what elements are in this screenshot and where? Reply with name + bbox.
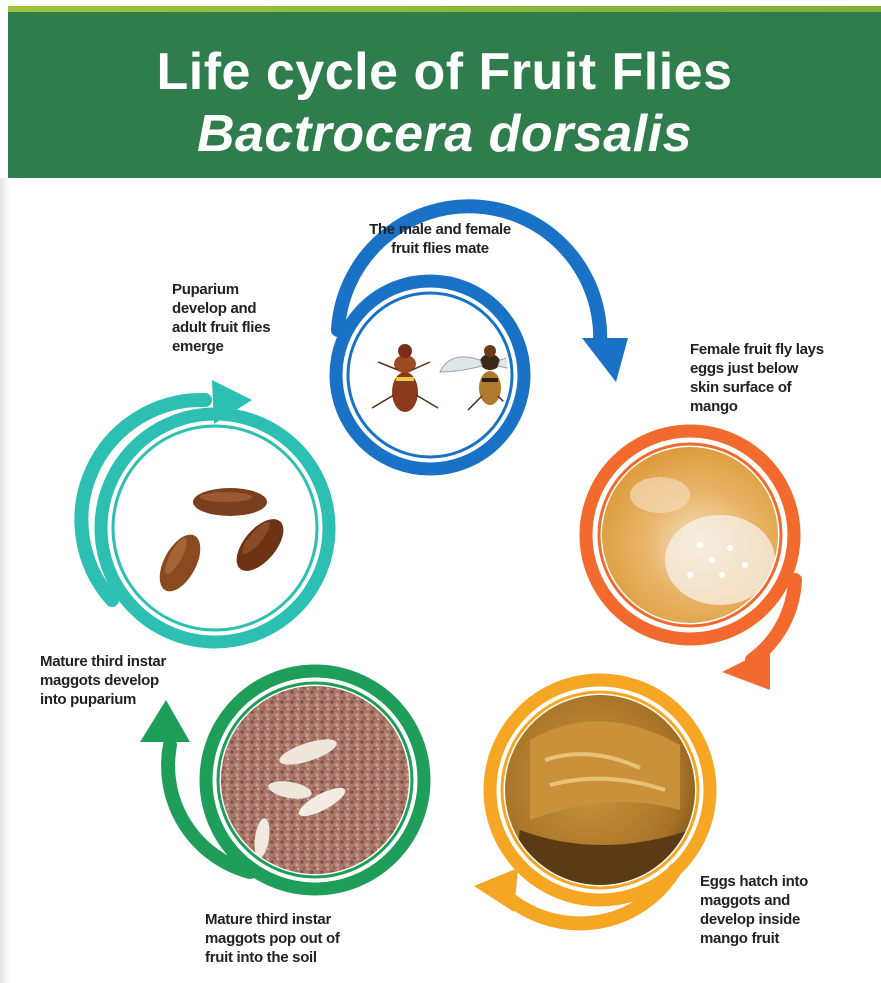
caption-line: eggs just below (690, 359, 870, 378)
stage-pupation (81, 380, 329, 642)
caption-line: Eggs hatch into (700, 872, 870, 891)
caption-line: skin surface of (690, 378, 870, 397)
cycle-arrow-head-gold (474, 868, 518, 912)
caption-hatching: Eggs hatch into maggots and develop insi… (700, 872, 870, 948)
caption-egg-laying: Female fruit fly lays eggs just below sk… (690, 340, 870, 416)
caption-line: emerge (172, 337, 332, 356)
caption-line: fruit flies mate (340, 239, 540, 258)
caption-line: develop and (172, 299, 332, 318)
caption-emergence: Puparium develop and adult fruit flies e… (172, 280, 332, 356)
caption-line: into puparium (40, 690, 240, 709)
caption-mating: The male and female fruit flies mate (340, 220, 540, 258)
caption-line: mango fruit (700, 929, 870, 948)
caption-line: maggots and (700, 891, 870, 910)
caption-line: Female fruit fly lays (690, 340, 870, 359)
caption-line: adult fruit flies (172, 318, 332, 337)
caption-line: Puparium (172, 280, 332, 299)
caption-line: maggots pop out of (205, 929, 425, 948)
caption-line: Mature third instar (40, 652, 240, 671)
caption-soil: Mature third instar maggots pop out of f… (205, 910, 425, 967)
caption-line: maggots develop (40, 671, 240, 690)
caption-line: mango (690, 397, 870, 416)
caption-line: Mature third instar (205, 910, 425, 929)
caption-line: fruit into the soil (205, 948, 425, 967)
maggots-in-soil-icon (215, 680, 415, 880)
stage-photo-frame (113, 426, 317, 630)
stage-egg-laying (586, 431, 795, 690)
caption-pupation: Mature third instar maggots develop into… (40, 652, 240, 709)
cycle-arrow-head-orange (722, 648, 770, 690)
cycle-arrow-head-blue (582, 338, 628, 382)
caption-line: develop inside (700, 910, 870, 929)
mango-flesh-eggs-icon (590, 440, 790, 630)
stage-hatching (474, 680, 710, 923)
caption-line: The male and female (340, 220, 540, 239)
